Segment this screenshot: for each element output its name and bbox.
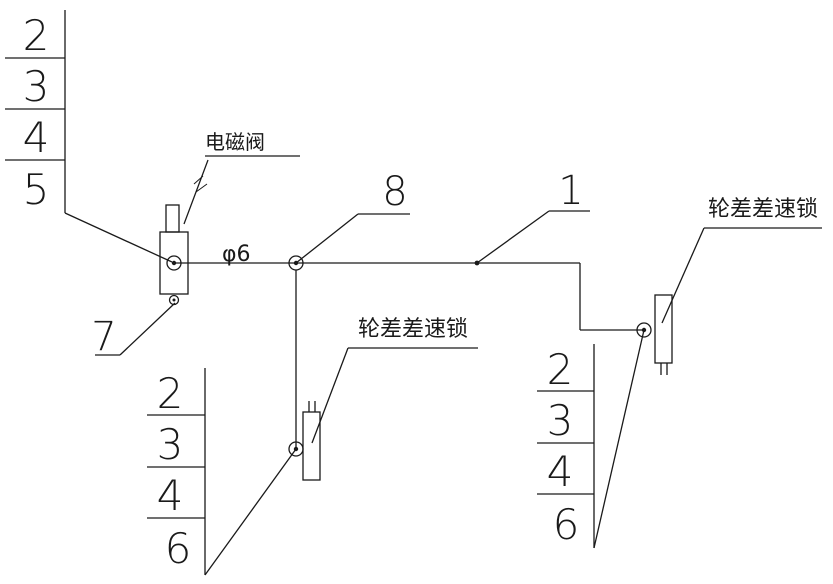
part-stack-bottom-middle: 2 3 4 6 [147,368,297,576]
stack-number: 2 [23,11,50,60]
callout-7: 7 [91,302,176,360]
main-pipe: φ6 [174,242,644,331]
callout-7-number: 7 [91,314,116,360]
part-stack-top-left: 2 3 4 5 [5,10,173,263]
pipe-diameter-label: φ6 [222,242,251,267]
callout-1: 1 [476,168,590,264]
diff-lock-body [302,411,321,481]
diff-lock-body [654,294,673,364]
stack-number: 3 [547,396,574,445]
callout-1-number: 1 [558,168,583,214]
diff-lock-port-circle [288,441,304,457]
junction-8: 8 [288,169,410,449]
stack-number: 4 [157,471,184,520]
stack-number: 4 [23,113,50,162]
stack-number: 3 [23,62,50,111]
solenoid-valve: 电磁阀 [159,130,300,306]
callout-8-number: 8 [382,169,407,215]
diff-lock-middle-label: 轮差差速锁 [358,317,468,342]
solenoid-valve-label: 电磁阀 [205,130,265,154]
diff-lock-middle: 轮差差速锁 [288,317,478,481]
diff-lock-port-circle [636,322,652,338]
diff-lock-right: 轮差差速锁 [636,197,822,375]
stack-number: 3 [157,420,184,469]
stack-number: 4 [547,447,574,496]
stack-number: 6 [165,524,192,573]
stack-number: 6 [553,500,580,549]
diff-lock-right-label: 轮差差速锁 [708,197,818,222]
stack-number: 2 [157,369,184,418]
valve-coil [165,204,180,233]
stack-number: 5 [23,165,50,214]
part-stack-bottom-right: 2 3 4 6 [537,329,645,549]
stack-number: 2 [547,345,574,394]
